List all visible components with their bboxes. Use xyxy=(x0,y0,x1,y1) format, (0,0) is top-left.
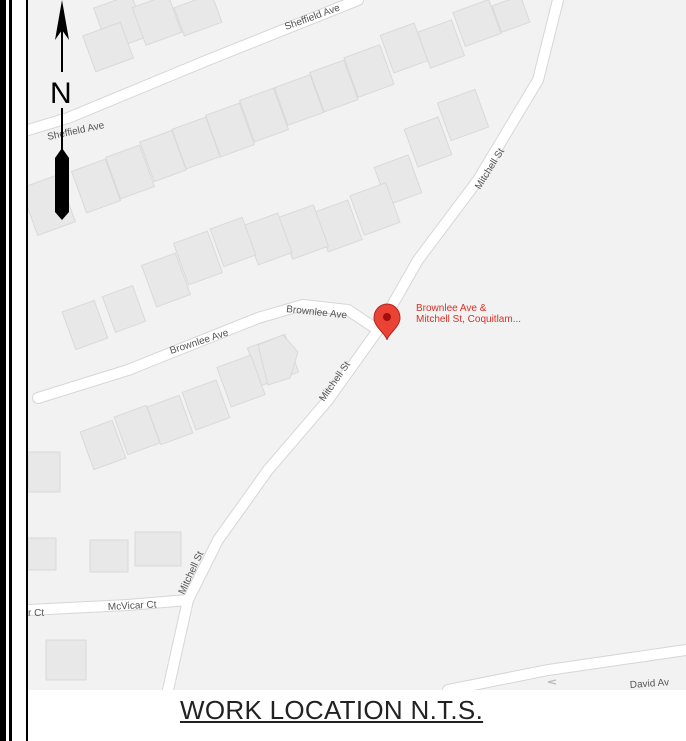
street-label-mcvicar: McVicar Ct xyxy=(108,599,157,613)
caption-bar: WORK LOCATION N.T.S. xyxy=(0,690,686,741)
street-label-david: David Av xyxy=(629,677,669,690)
street-label-sheffield-top: Sheffield Ave xyxy=(283,2,342,32)
pin-label-line1: Brownlee Ave & xyxy=(416,303,487,314)
pin-label: Brownlee Ave & Mitchell St, Coquitlam... xyxy=(416,303,586,325)
location-pin-icon[interactable] xyxy=(373,303,401,341)
work-location-caption: WORK LOCATION N.T.S. xyxy=(180,695,484,725)
pin-label-line2: Mitchell St, Coquitlam... xyxy=(416,314,522,325)
roads xyxy=(28,0,686,690)
map-canvas: Sheffield Ave Sheffield Ave Brownlee Ave… xyxy=(28,0,686,690)
street-label-mcvicar-left: r Ct xyxy=(28,608,44,619)
frame-border-inner xyxy=(9,0,12,741)
street-label-brownlee-left: Brownlee Ave xyxy=(169,327,231,356)
map-view[interactable]: Sheffield Ave Sheffield Ave Brownlee Ave… xyxy=(28,0,686,690)
frame-border-left xyxy=(0,0,6,741)
frame-border-map xyxy=(26,0,28,741)
buildings xyxy=(28,0,531,681)
one-way-arrow-icon xyxy=(547,679,557,685)
road-casing xyxy=(28,0,686,690)
north-label: N xyxy=(50,77,72,110)
north-arrow-icon: N xyxy=(50,0,80,225)
